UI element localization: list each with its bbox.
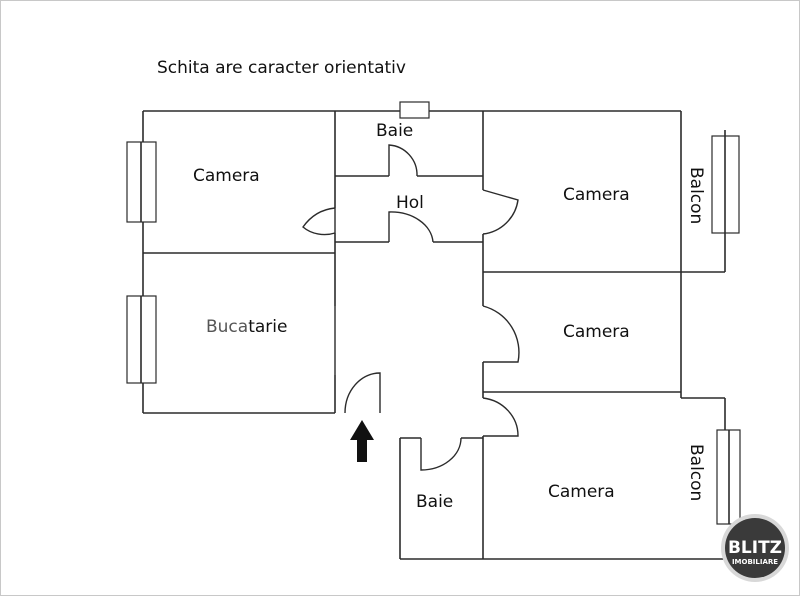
label-balcon-top: Balcon: [686, 167, 706, 224]
logo-brand: BLITZ: [728, 538, 782, 558]
interior-walls: [143, 111, 726, 559]
logo-subtitle: IMOBILIARE: [732, 558, 778, 566]
label-hol: Hol: [396, 193, 424, 213]
label-camera-middle-right: Camera: [563, 322, 630, 342]
entrance-arrow-icon: [350, 420, 374, 462]
label-bucatarie: Bucatarie: [206, 317, 287, 337]
orientative-note: Schita are caracter orientativ: [157, 58, 406, 78]
label-baie-bottom: Baie: [416, 492, 453, 512]
label-camera-bottom-right: Camera: [548, 482, 615, 502]
label-camera-top-left: Camera: [193, 166, 260, 186]
window-baie-top: [399, 101, 430, 119]
blitz-logo: BLITZ IMOBILIARE: [721, 514, 789, 582]
windows: [126, 101, 741, 525]
label-bucatarie-part1: Buca: [206, 317, 248, 337]
label-camera-top-right: Camera: [563, 185, 630, 205]
label-balcon-bottom: Balcon: [686, 444, 706, 501]
label-bucatarie-part2: tarie: [248, 317, 287, 337]
label-baie-top: Baie: [376, 121, 413, 141]
doors: [302, 144, 520, 471]
